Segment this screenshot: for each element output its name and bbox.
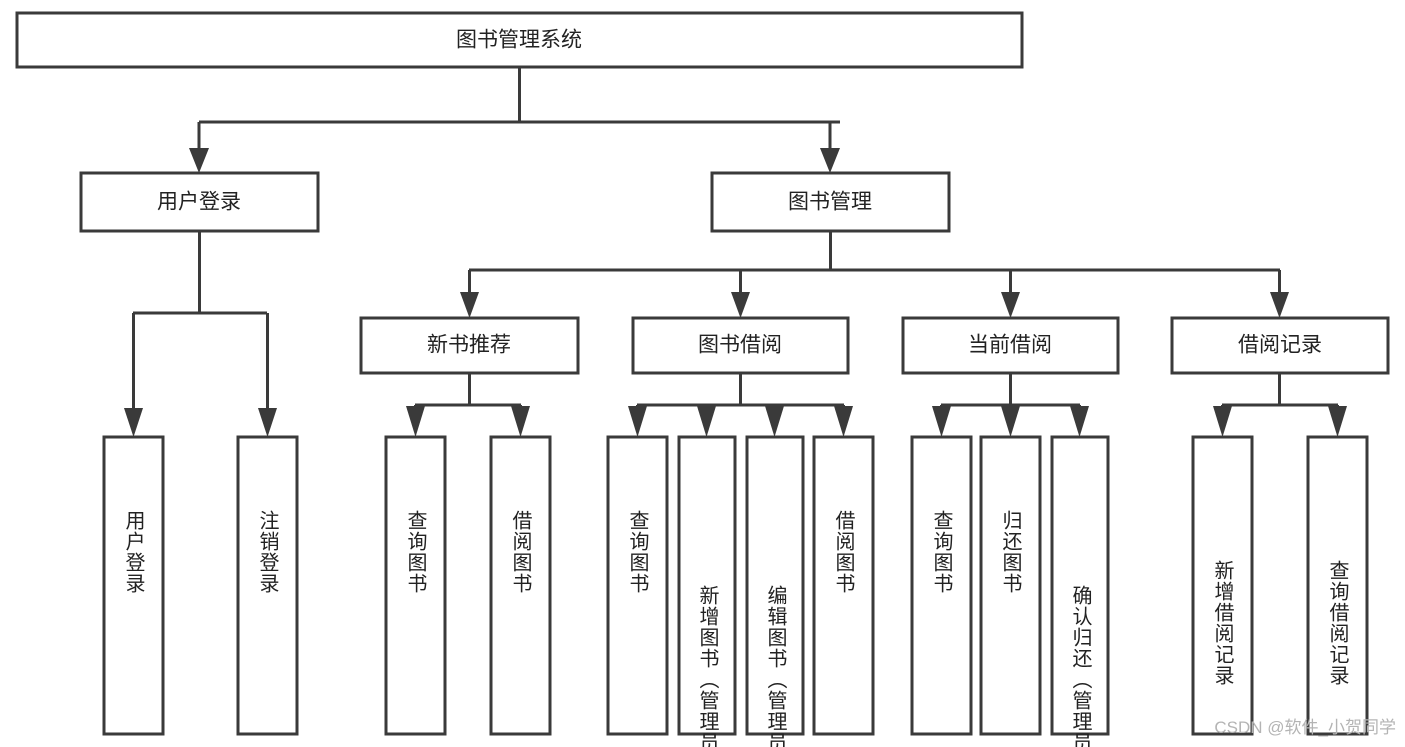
node-borrow-record-label: 借阅记录: [1238, 334, 1322, 357]
node-leaf-query-record[interactable]: 查询借阅记录: [1306, 435, 1369, 736]
node-leaf-user-login-box[interactable]: [102, 435, 165, 736]
arrow-to-new-book-rec-icon: [460, 292, 479, 318]
node-book-manage-label: 图书管理: [788, 191, 872, 214]
node-leaf-query-book-2-label: 查询图书: [626, 510, 649, 594]
node-current-borrow-box[interactable]: [901, 316, 1120, 375]
node-leaf-query-book-2-box[interactable]: [606, 435, 669, 736]
node-leaf-add-record-box[interactable]: [1191, 435, 1254, 736]
node-leaf-query-book-3[interactable]: 查询图书: [910, 435, 973, 736]
arrow-leaf-query-book-2-icon: [628, 406, 647, 437]
node-leaf-user-login-label: 用户登录: [122, 510, 145, 594]
node-leaf-query-book-3-label: 查询图书: [930, 510, 953, 594]
node-leaf-return-book[interactable]: 归还图书: [979, 435, 1042, 736]
node-leaf-return-book-label: 归还图书: [999, 510, 1022, 594]
node-leaf-borrow-book-2-box[interactable]: [812, 435, 875, 736]
node-leaf-borrow-book-1-label: 借阅图书: [509, 510, 532, 594]
node-leaf-edit-book-label: 编辑图书（管理员）: [764, 585, 787, 747]
node-leaf-borrow-book-1[interactable]: 借阅图书: [489, 435, 552, 736]
node-current-borrow[interactable]: 当前借阅: [901, 316, 1120, 375]
arrow-leaf-edit-book-icon: [765, 406, 784, 437]
arrow-leaf-logout-login-icon: [258, 408, 277, 437]
watermark-label: CSDN @软件_小贺同学: [1214, 718, 1396, 737]
arrow-to-user-login-icon: [189, 148, 209, 173]
node-leaf-return-book-box[interactable]: [979, 435, 1042, 736]
node-leaf-query-book-3-box[interactable]: [910, 435, 973, 736]
node-leaf-edit-book-box[interactable]: [745, 435, 805, 736]
node-root-box[interactable]: [15, 11, 1024, 69]
arrow-leaf-query-book-3-icon: [932, 406, 951, 437]
node-leaf-confirm-return[interactable]: 确认归还（管理员）: [1050, 435, 1110, 747]
node-leaf-edit-book[interactable]: 编辑图书（管理员）: [745, 435, 805, 747]
node-leaf-add-book-label: 新增图书（管理员）: [696, 585, 719, 747]
arrow-leaf-borrow-book-1-icon: [511, 406, 530, 437]
node-book-borrow-label: 图书借阅: [698, 334, 782, 357]
node-leaf-query-book-1-box[interactable]: [384, 435, 447, 736]
arrow-leaf-query-book-1-icon: [406, 406, 425, 437]
node-book-borrow-box[interactable]: [631, 316, 850, 375]
arrow-leaf-add-book-icon: [697, 406, 716, 437]
node-new-book-rec-label: 新书推荐: [427, 334, 511, 357]
node-leaf-add-record-label: 新增借阅记录: [1211, 560, 1234, 686]
node-user-login-label: 用户登录: [157, 191, 241, 214]
node-borrow-record[interactable]: 借阅记录: [1170, 316, 1390, 375]
node-leaf-logout-login-label: 注销登录: [256, 510, 279, 594]
node-user-login-box[interactable]: [79, 171, 320, 233]
node-leaf-logout-login-box[interactable]: [236, 435, 299, 736]
node-leaf-borrow-book-2-label: 借阅图书: [832, 510, 855, 594]
arrow-to-book-manage-icon: [820, 148, 840, 173]
node-leaf-query-book-1[interactable]: 查询图书: [384, 435, 447, 736]
arrow-leaf-user-login-icon: [124, 408, 143, 437]
node-new-book-rec[interactable]: 新书推荐: [359, 316, 580, 375]
node-leaf-query-record-box[interactable]: [1306, 435, 1369, 736]
node-leaf-query-book-1-label: 查询图书: [404, 510, 427, 594]
node-leaf-add-record[interactable]: 新增借阅记录: [1191, 435, 1254, 736]
node-root-label: 图书管理系统: [456, 29, 582, 52]
node-book-manage-box[interactable]: [710, 171, 951, 233]
node-leaf-confirm-return-box[interactable]: [1050, 435, 1110, 736]
arrow-leaf-confirm-return-icon: [1070, 406, 1089, 437]
arrow-leaf-query-record-icon: [1328, 406, 1347, 437]
node-user-login[interactable]: 用户登录: [79, 171, 320, 233]
node-root[interactable]: 图书管理系统: [15, 11, 1024, 69]
node-new-book-rec-box[interactable]: [359, 316, 580, 375]
node-leaf-add-book[interactable]: 新增图书（管理员）: [677, 435, 737, 747]
node-leaf-borrow-book-2[interactable]: 借阅图书: [812, 435, 875, 736]
arrow-to-current-borrow-icon: [1001, 292, 1020, 318]
connector-layer: [124, 67, 1347, 437]
node-leaf-confirm-return-label: 确认归还（管理员）: [1069, 585, 1092, 747]
node-leaf-user-login[interactable]: 用户登录: [102, 435, 165, 736]
arrow-to-book-borrow-icon: [731, 292, 750, 318]
node-leaf-logout-login[interactable]: 注销登录: [236, 435, 299, 736]
node-book-borrow[interactable]: 图书借阅: [631, 316, 850, 375]
arrow-leaf-add-record-icon: [1213, 406, 1232, 437]
arrow-leaf-borrow-book-2-icon: [834, 406, 853, 437]
node-leaf-query-book-2[interactable]: 查询图书: [606, 435, 669, 736]
node-leaf-query-record-label: 查询借阅记录: [1326, 560, 1349, 686]
arrow-leaf-return-book-icon: [1001, 406, 1020, 437]
node-book-manage[interactable]: 图书管理: [710, 171, 951, 233]
node-leaf-add-book-box[interactable]: [677, 435, 737, 736]
node-leaf-borrow-book-1-box[interactable]: [489, 435, 552, 736]
node-borrow-record-box[interactable]: [1170, 316, 1390, 375]
arrow-to-borrow-record-icon: [1270, 292, 1289, 318]
node-current-borrow-label: 当前借阅: [968, 334, 1052, 357]
